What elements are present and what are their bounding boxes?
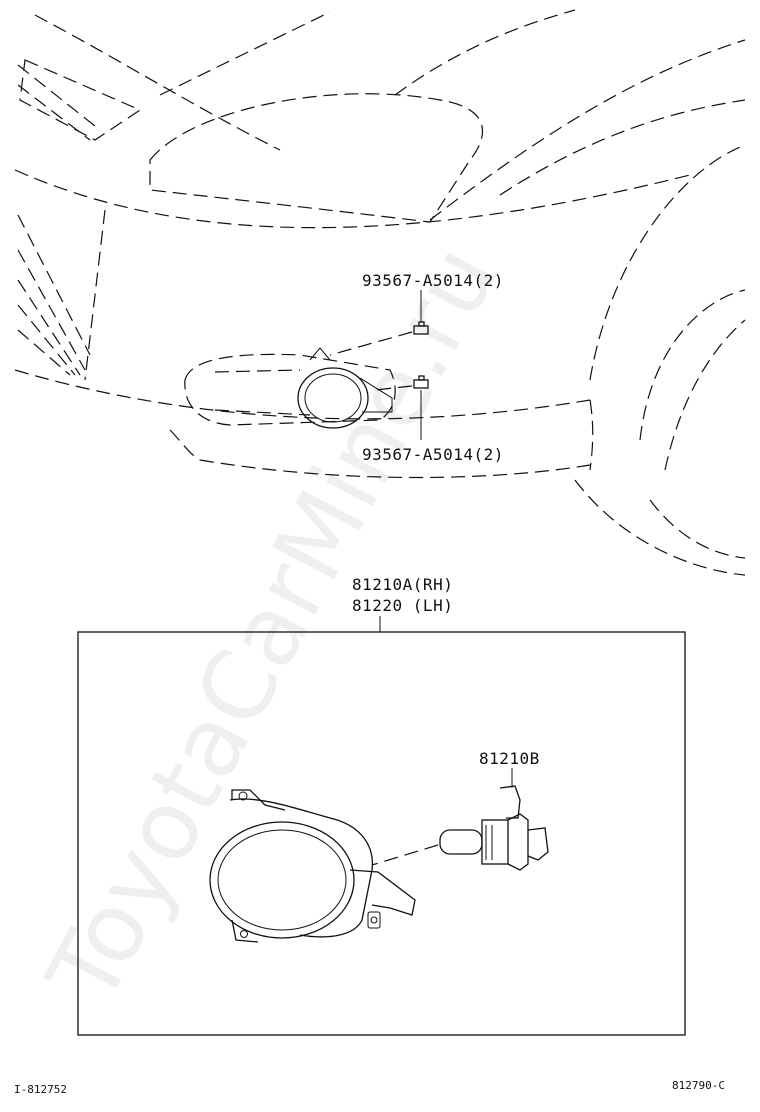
- footer-left-code: I-812752: [14, 1083, 67, 1096]
- callout-bulb: 81210B: [479, 749, 540, 768]
- installed-fog-lamp: [297, 347, 393, 429]
- bulb-81210b: [439, 785, 549, 871]
- callout-bolt-upper: 93567-A5014(2): [362, 271, 504, 290]
- bolt-upper-leader: [329, 331, 413, 356]
- callout-lamp-lh: 81220 (LH): [352, 596, 453, 615]
- car-body-outline: [14, 9, 746, 576]
- bolt-lower-leader: [374, 385, 413, 391]
- bulb-leader: [371, 844, 439, 866]
- callout-bolt-lower: 93567-A5014(2): [362, 445, 504, 464]
- footer-right-code: 812790-C: [672, 1079, 725, 1092]
- bolt-lower: [413, 375, 429, 389]
- watermark-text: ToyotaCarMine.ru: [26, 228, 519, 1022]
- fog-lamp-assembly: [209, 789, 416, 943]
- callout-lamp-rh: 81210A(RH): [352, 575, 453, 594]
- detail-box: [77, 631, 686, 1036]
